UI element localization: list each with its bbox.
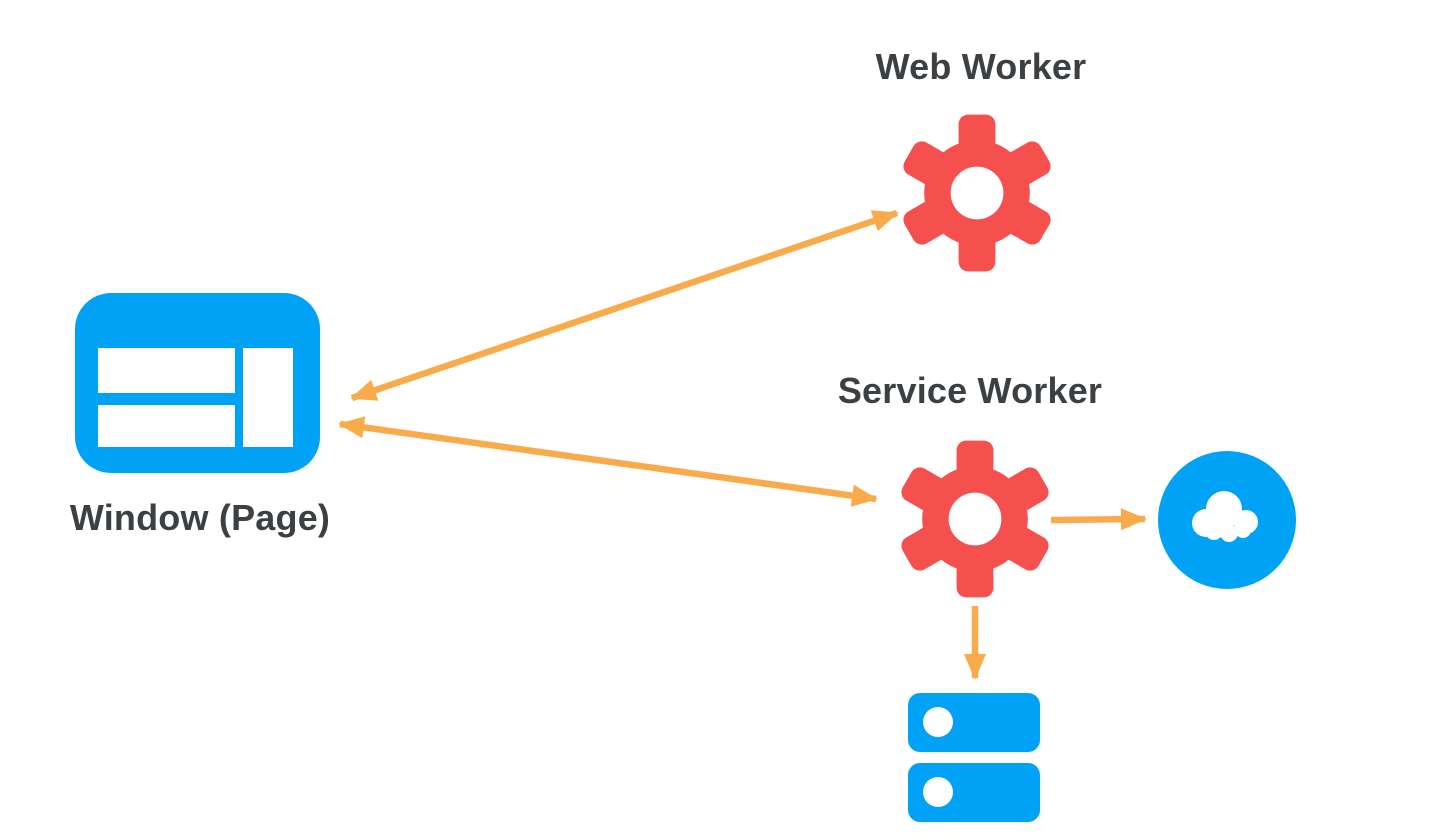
database-led-icon bbox=[923, 707, 953, 737]
edge-service-worker-network bbox=[1050, 508, 1147, 531]
web-worker-gear-icon bbox=[899, 114, 1055, 272]
window-pane-sidebar bbox=[243, 348, 293, 447]
database-disk-icon bbox=[908, 763, 1040, 822]
browser-window-icon bbox=[75, 293, 320, 473]
database-disk-icon bbox=[908, 693, 1040, 752]
database-led-icon bbox=[923, 777, 953, 807]
window-pane-bottom bbox=[98, 405, 235, 447]
window-page-label: Window (Page) bbox=[69, 497, 331, 538]
window-pane-top bbox=[98, 348, 235, 393]
edge-window-service-worker bbox=[338, 416, 878, 507]
service-worker-label: Service Worker bbox=[837, 370, 1103, 411]
service-worker-gear-icon bbox=[897, 440, 1053, 598]
cloud-icon bbox=[1158, 451, 1296, 589]
edge-window-web-worker bbox=[350, 209, 899, 402]
web-worker-label: Web Worker bbox=[875, 46, 1087, 87]
